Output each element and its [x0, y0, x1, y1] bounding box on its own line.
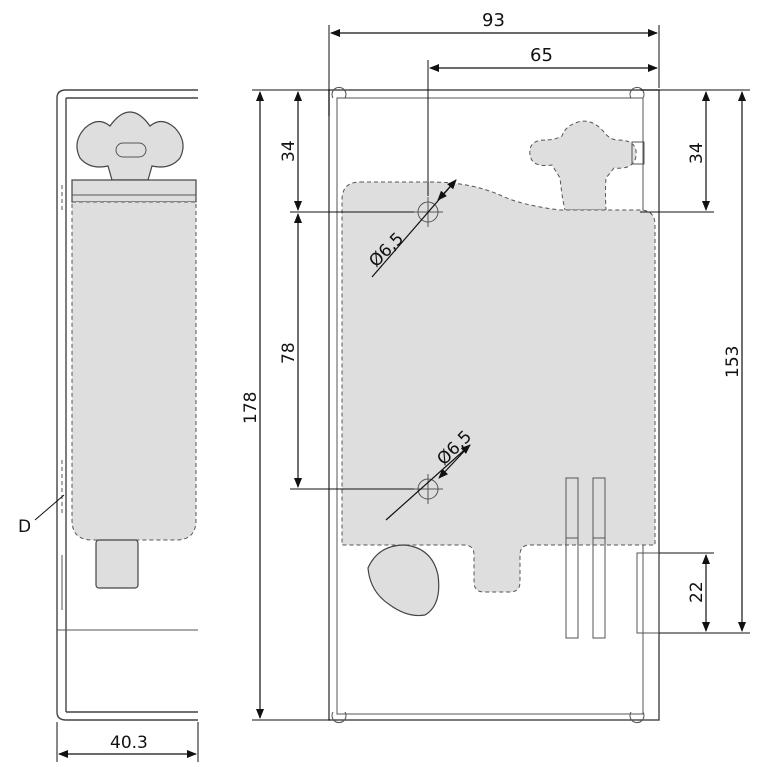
side-hub: [95, 539, 139, 589]
dim-overall-height: 178: [241, 392, 261, 424]
front-plate-outer: [328, 89, 660, 721]
dim-latch-height: 153: [723, 346, 743, 378]
slot-right: [592, 477, 606, 639]
detail-d-label: D: [18, 517, 31, 537]
dim-side-depth: 40.3: [110, 733, 148, 753]
side-body-hidden: [71, 201, 197, 541]
side-housing-outline: [56, 89, 198, 721]
side-knob-slot: [115, 142, 147, 158]
front-view: Ø6,5 Ø6,5 93 65 178 34 78 34 15: [241, 10, 750, 724]
dia-bottom-leader: [385, 444, 471, 521]
dim-bolt-height: 22: [687, 581, 707, 603]
dim-top-to-hole-right: 34: [687, 142, 707, 164]
side-knob: [76, 111, 184, 181]
front-knob-hidden: [529, 120, 637, 211]
slot-left: [565, 477, 579, 639]
side-view: D 40.3: [18, 89, 199, 762]
dim-hole-spacing: 78: [279, 342, 299, 364]
latch-bolt: [636, 552, 660, 634]
detail-d-leader: [34, 494, 65, 521]
keyhole: [367, 544, 440, 617]
side-flange: [71, 179, 197, 203]
dim-hole-offset: 65: [530, 45, 553, 66]
dim-top-to-hole-left: 34: [279, 140, 299, 162]
dim-total-width: 93: [482, 10, 505, 31]
